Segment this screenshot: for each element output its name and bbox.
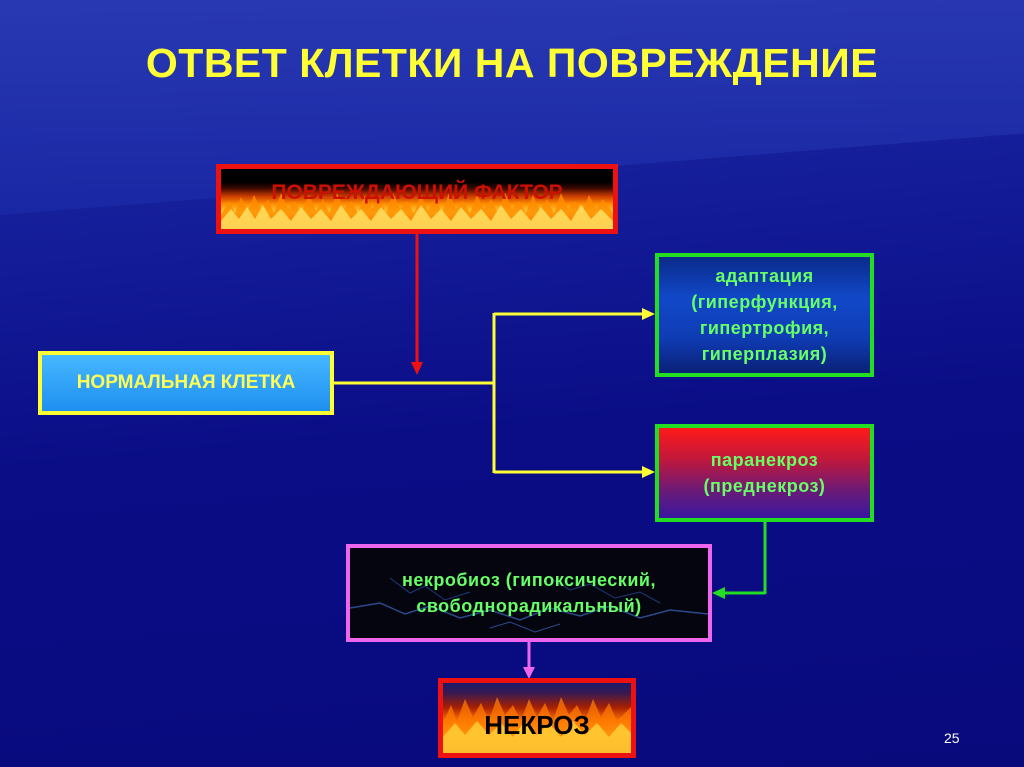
adaptation-arrowhead xyxy=(642,308,655,320)
adaptation-line-4: гиперплазия) xyxy=(691,341,837,367)
paranecrosis-box: паранекроз (преднекроз) xyxy=(655,424,874,522)
adaptation-line-3: гипертрофия, xyxy=(691,315,837,341)
necrosis-box: НЕКРОЗ xyxy=(438,678,636,758)
necrobiosis-box: некробиоз (гипоксический, свободнорадика… xyxy=(346,544,712,642)
damaging-factor-box: ПОВРЕЖДАЮЩИЙ ФАКТОР xyxy=(216,164,618,234)
adaptation-line-1: адаптация xyxy=(691,263,837,289)
adaptation-box: адаптация (гиперфункция, гипертрофия, ги… xyxy=(655,253,874,377)
necrobiosis-line-1: некробиоз (гипоксический, xyxy=(402,567,656,593)
page-number: 25 xyxy=(944,730,960,746)
paranecrosis-line-2: (преднекроз) xyxy=(704,473,826,499)
paranecrosis-line-1: паранекроз xyxy=(704,447,826,473)
factor-arrowhead xyxy=(411,362,423,375)
necrobiosis-line-2: свободнорадикальный) xyxy=(402,593,656,619)
damaging-factor-label: ПОВРЕЖДАЮЩИЙ ФАКТОР xyxy=(271,181,562,205)
adaptation-line-2: (гиперфункция, xyxy=(691,289,837,315)
necrosis-label: НЕКРОЗ xyxy=(484,710,590,741)
normal-cell-box: НОРМАЛЬНАЯ КЛЕТКА xyxy=(38,351,334,415)
normal-cell-label: НОРМАЛЬНАЯ КЛЕТКА xyxy=(77,372,296,394)
necrobiosis-arrowhead xyxy=(712,587,725,599)
paranecrosis-arrowhead xyxy=(642,466,655,478)
